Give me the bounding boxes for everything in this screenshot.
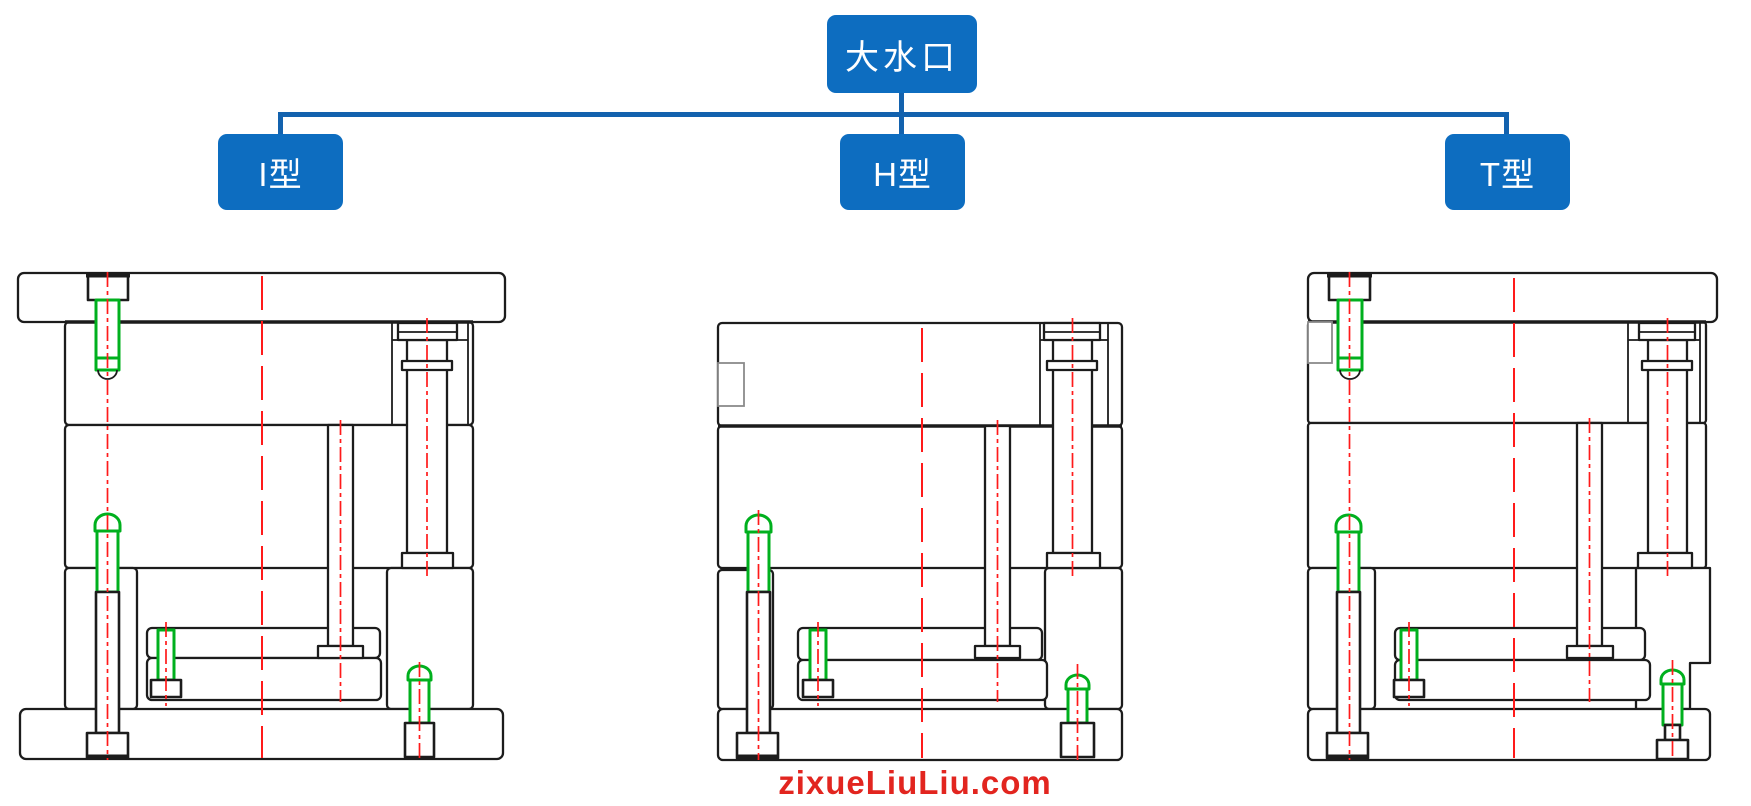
connector-stub-right bbox=[1504, 112, 1509, 136]
b-plate bbox=[63, 423, 475, 570]
node-da-shui-kou: 大水口 bbox=[827, 15, 977, 93]
side-notch bbox=[717, 362, 745, 407]
connector-horizontal bbox=[278, 112, 1509, 117]
centerlines bbox=[106, 272, 428, 760]
node-h-type: H型 bbox=[840, 134, 965, 210]
ejector-base-plate bbox=[145, 656, 383, 702]
node-t-type: T型 bbox=[1445, 134, 1570, 210]
return-pin-screw bbox=[735, 513, 780, 760]
node-i-type: I型 bbox=[218, 134, 343, 210]
b-plate bbox=[1306, 421, 1708, 570]
mold-diagram-h-type bbox=[716, 318, 1124, 762]
centerlines bbox=[1348, 272, 1674, 760]
mold-diagram-t-type bbox=[1306, 271, 1719, 762]
cap-screw-top bbox=[86, 272, 130, 380]
mold-diagram-i-type bbox=[16, 271, 507, 761]
bottom-plate bbox=[716, 707, 1124, 762]
ejector-base-plate bbox=[1393, 658, 1652, 702]
bottom-plate bbox=[1306, 707, 1712, 762]
centerlines bbox=[757, 318, 1079, 760]
connector-stub-middle bbox=[899, 92, 904, 136]
connector-stub-left bbox=[278, 112, 283, 136]
cap-screw-bottom-right bbox=[403, 664, 436, 759]
watermark: zixueLiuLiu.com bbox=[778, 764, 1052, 801]
side-notch bbox=[1307, 321, 1333, 364]
